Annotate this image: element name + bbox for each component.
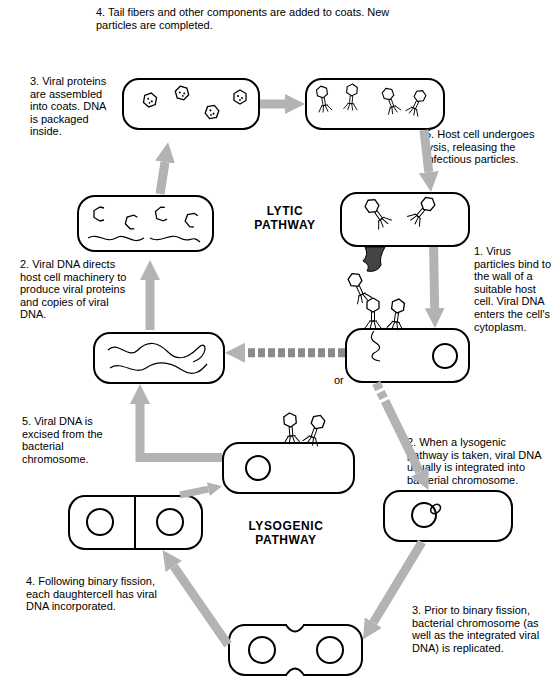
integration-illustration <box>412 503 440 527</box>
step-caption: 4. Following binary fission, each daught… <box>26 575 166 613</box>
virus-head <box>143 92 157 108</box>
phage <box>365 298 381 329</box>
caption-text: 3. Prior to binary fission, bacterial ch… <box>412 604 552 654</box>
virus-heads <box>143 85 246 121</box>
bacterial-cell <box>78 196 213 251</box>
bacterial-cell: 5. Viral DNA is excised from the bacteri… <box>222 442 355 494</box>
bacterial-cell: 2. Viral DNA directs host cell machinery… <box>93 332 225 384</box>
protein-coat <box>184 211 198 228</box>
step-caption: 3. Viral proteins are assembled into coa… <box>30 75 116 138</box>
viral-dna <box>108 343 207 373</box>
phage <box>387 298 407 331</box>
bacterial-chromosome <box>317 637 343 663</box>
virus-head <box>174 85 189 102</box>
protein-coat <box>94 207 104 221</box>
flow-arrow <box>140 404 222 458</box>
flow-arrow <box>373 542 422 622</box>
bacterial-cell: 3. Viral proteins are assembled into coa… <box>122 78 260 130</box>
caption-text: 4. Tail fibers and other components are … <box>96 6 414 31</box>
caption-text: 5. Viral DNA is excised from the bacteri… <box>22 415 118 465</box>
bacterial-chromosome <box>246 456 270 480</box>
phage <box>405 88 428 118</box>
phage <box>343 83 359 110</box>
flow-arrow <box>376 383 419 472</box>
flow-arrow <box>174 566 228 644</box>
pinch-mask <box>287 621 303 627</box>
phage <box>281 412 300 444</box>
caption-text: 2. When a lysogenic pathway is taken, vi… <box>407 436 547 486</box>
pathway-label: LYSOGENIC PATHWAY <box>238 519 334 547</box>
viral-dna <box>371 331 380 361</box>
phage <box>361 196 392 231</box>
bacterial-chromosome <box>249 637 275 663</box>
step-caption: 3. Prior to binary fission, bacterial ch… <box>412 604 552 654</box>
protein-coat <box>124 214 137 230</box>
connector-word: or <box>334 373 358 387</box>
step-caption: 2. When a lysogenic pathway is taken, vi… <box>407 436 547 486</box>
virus-head <box>234 90 246 104</box>
lysis-illustration <box>361 193 438 271</box>
coat-group <box>88 206 200 242</box>
flow-arrow <box>245 348 345 357</box>
daughter-cells <box>87 497 183 548</box>
bacterial-cell: 2. When a lysogenic pathway is taken, vi… <box>383 490 513 542</box>
bacterial-cell: 4. Tail fibers and other components are … <box>305 78 445 130</box>
bacterial-chromosome <box>157 509 183 535</box>
bacterial-cell: 1. Virus particles bind to the wall of a… <box>345 328 470 383</box>
step-caption: 5. Host cell undergoes lysis, releasing … <box>425 128 555 166</box>
step-caption: 2. Viral DNA directs host cell machinery… <box>20 258 135 321</box>
infection-illustration <box>345 270 457 368</box>
step-caption: 1. Virus particles bind to the wall of a… <box>474 245 554 333</box>
phage <box>380 86 402 115</box>
flow-arrow <box>146 280 155 330</box>
caption-text: 1. Virus particles bind to the wall of a… <box>474 245 554 333</box>
prophage <box>431 504 441 513</box>
flow-arrow <box>180 489 208 495</box>
caption-text: 3. Viral proteins are assembled into coa… <box>30 75 116 138</box>
cell-pinch <box>286 625 304 632</box>
division-wall <box>134 497 136 548</box>
step-caption: 5. Viral DNA is excised from the bacteri… <box>22 415 118 465</box>
flow-arrow <box>434 247 435 308</box>
bacterial-cell: 3. Prior to binary fission, bacterial ch… <box>228 624 363 676</box>
phage <box>314 85 332 113</box>
flow-arrow <box>260 100 285 109</box>
lysogen-illustration <box>246 412 328 480</box>
step-caption: 4. Tail fibers and other components are … <box>96 6 414 31</box>
replication-illustration <box>249 637 343 663</box>
caption-text: 2. Viral DNA directs host cell machinery… <box>20 258 135 321</box>
flow-arrow <box>424 130 429 172</box>
bacterial-cell: 4. Following binary fission, each daught… <box>68 495 203 550</box>
bacterial-chromosome <box>87 509 113 535</box>
pathway-label: LYTIC PATHWAY <box>240 204 330 232</box>
phage <box>345 270 373 305</box>
viral-dna <box>88 236 200 242</box>
cell-pinch <box>286 669 304 676</box>
phage <box>406 193 438 227</box>
pinch-mask <box>287 673 303 679</box>
bacterial-chromosome <box>412 503 436 527</box>
bacterial-chromosome <box>433 344 457 368</box>
caption-text: 5. Host cell undergoes lysis, releasing … <box>425 128 555 166</box>
cell-debris <box>363 247 385 271</box>
flow-arrow <box>160 162 165 194</box>
bacterial-cell: 5. Host cell undergoes lysis, releasing … <box>340 192 470 247</box>
virus-head <box>204 103 220 120</box>
protein-coat <box>155 206 167 222</box>
caption-text: 4. Following binary fission, each daught… <box>26 575 166 613</box>
phage-group <box>314 83 428 117</box>
